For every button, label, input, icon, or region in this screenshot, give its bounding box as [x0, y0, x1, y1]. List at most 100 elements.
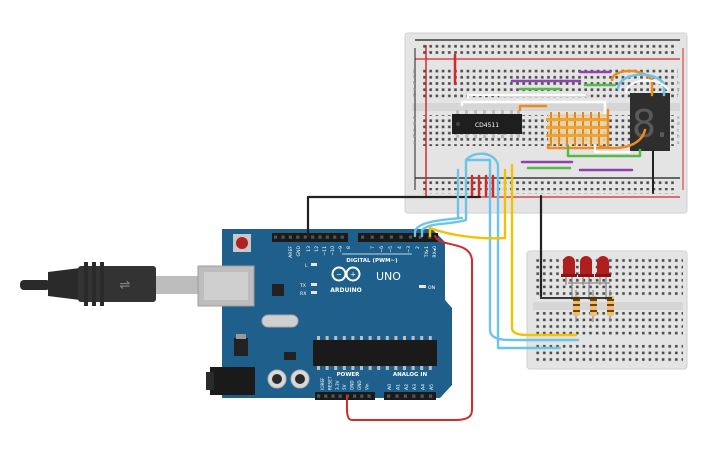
- header-pin-hole[interactable]: [340, 235, 344, 239]
- led-3[interactable]: [595, 256, 611, 277]
- chip-pin: [420, 366, 424, 370]
- pin-label: TX▸1: [424, 246, 430, 258]
- header-pin-hole[interactable]: [399, 235, 403, 239]
- usb-cable[interactable]: ⇌: [20, 262, 200, 306]
- pin-label: ~9: [338, 246, 344, 253]
- chip-pin: [325, 366, 329, 370]
- pin-label: 2: [415, 246, 421, 249]
- chip-pin: [368, 366, 372, 370]
- header-pin-hole[interactable]: [412, 394, 416, 398]
- chip-pin: [403, 366, 406, 370]
- chip-pin: [360, 366, 363, 370]
- row-letter: j: [412, 68, 414, 73]
- l-led-label: L: [305, 263, 308, 269]
- pin-label: 4: [397, 246, 403, 249]
- header-pin-hole[interactable]: [318, 235, 322, 239]
- pin-label: A4: [421, 384, 427, 390]
- row-letter: d: [413, 121, 416, 126]
- chip-pin: [368, 336, 372, 340]
- header-pin-hole[interactable]: [325, 235, 329, 239]
- row-letter: c: [677, 127, 679, 132]
- chip-pin: [420, 336, 424, 340]
- pin-label: RX◂0: [432, 246, 438, 258]
- row-letter: i: [677, 74, 678, 79]
- led-1[interactable]: [561, 256, 577, 277]
- header-pin-hole[interactable]: [288, 235, 292, 239]
- header-pin-hole[interactable]: [420, 394, 424, 398]
- pin-label: 12: [314, 246, 320, 252]
- crystal: [261, 314, 299, 328]
- small-ic: [284, 352, 296, 360]
- chip-pin: [428, 366, 432, 370]
- seven-segment-display[interactable]: 8.: [630, 93, 670, 151]
- header-pin-hole[interactable]: [317, 394, 321, 398]
- atmega-chip: [313, 336, 437, 370]
- header-pin-hole[interactable]: [361, 235, 365, 239]
- pin-label: GND: [357, 380, 362, 390]
- chip-pin: [317, 366, 320, 370]
- chip-pin: [385, 366, 389, 370]
- header-pin-hole[interactable]: [303, 235, 307, 239]
- header-pin-hole[interactable]: [274, 235, 278, 239]
- row-letter: h: [413, 80, 416, 85]
- rx-led-label: RX: [300, 291, 306, 297]
- chip-pin: [360, 336, 363, 340]
- led-resistors[interactable]: [573, 290, 614, 322]
- reset-button[interactable]: [233, 234, 251, 252]
- header-pin-hole[interactable]: [370, 235, 374, 239]
- header-pin-hole[interactable]: [395, 394, 399, 398]
- pin-label: A3: [412, 384, 418, 390]
- row-letter: f: [413, 93, 415, 98]
- header-pin-hole[interactable]: [353, 394, 357, 398]
- led-group[interactable]: [561, 256, 611, 277]
- header-pin-hole[interactable]: [418, 235, 422, 239]
- rx-led: [311, 291, 317, 294]
- pin-label: A5: [429, 384, 435, 390]
- row-letter: g: [413, 87, 416, 92]
- chip-pin: [334, 336, 338, 340]
- header-pin-hole[interactable]: [338, 394, 342, 398]
- row-letter: c: [413, 127, 415, 132]
- chip-pin: [351, 336, 355, 340]
- header-pin-hole[interactable]: [331, 394, 335, 398]
- pin-label: ~10: [330, 246, 336, 256]
- pin-label: Vin: [364, 383, 369, 390]
- svg-text:−: −: [336, 271, 342, 279]
- header-pin-hole[interactable]: [403, 394, 407, 398]
- power-label: POWER: [337, 372, 361, 378]
- header-pin-hole[interactable]: [360, 394, 364, 398]
- header-pin-hole[interactable]: [380, 235, 384, 239]
- chip-pin: [385, 336, 389, 340]
- header-pin-hole[interactable]: [281, 235, 285, 239]
- usb-controller-chip: [272, 284, 284, 296]
- cd4511-chip[interactable]: CD4511: [452, 110, 522, 138]
- pin-label: A1: [395, 384, 401, 390]
- led-2[interactable]: [578, 256, 594, 277]
- header-pin-hole[interactable]: [389, 235, 393, 239]
- chip-pin: [317, 336, 320, 340]
- digital-label: DIGITAL (PWM~): [346, 258, 398, 264]
- svg-text:+: +: [350, 271, 356, 279]
- header-pin-hole[interactable]: [429, 394, 433, 398]
- led-legs: [565, 277, 607, 300]
- header-pin-hole[interactable]: [409, 235, 413, 239]
- row-letter: d: [677, 121, 680, 126]
- resistor-bank[interactable]: [546, 112, 608, 146]
- chip-pin: [377, 336, 381, 340]
- chip-pin: [342, 336, 346, 340]
- header-pin-hole[interactable]: [387, 394, 391, 398]
- header-pin-hole[interactable]: [296, 235, 300, 239]
- header-pin-hole[interactable]: [311, 235, 315, 239]
- row-letter: h: [677, 80, 680, 85]
- header-pin-hole[interactable]: [367, 394, 371, 398]
- header-pin-hole[interactable]: [324, 394, 328, 398]
- capacitors: [267, 369, 310, 389]
- header-pin-hole[interactable]: [333, 235, 337, 239]
- voltage-regulator: [234, 338, 248, 356]
- on-label: ON: [428, 285, 435, 291]
- pin-label: ~6: [379, 246, 385, 253]
- pin-label: A2: [404, 384, 410, 390]
- display-digit: 8.: [632, 102, 668, 146]
